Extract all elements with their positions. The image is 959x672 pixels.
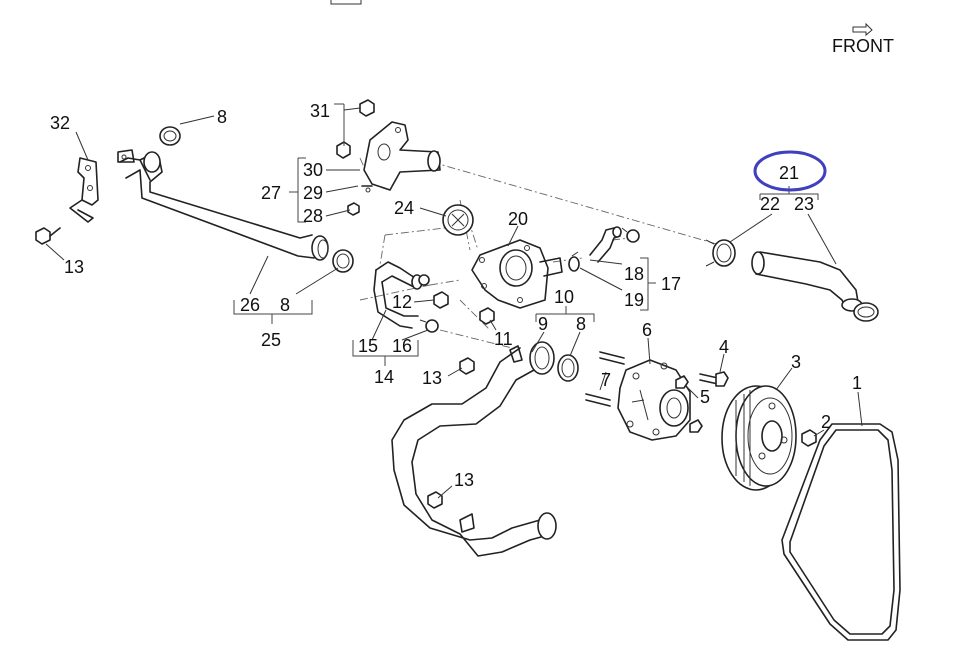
- front-label: FRONT: [832, 36, 894, 56]
- callout-13-mid: 13: [422, 368, 442, 388]
- callout-21: 21: [779, 163, 799, 183]
- leader-lines: [45, 107, 863, 499]
- callout-4: 4: [719, 337, 729, 357]
- bolt-part-2: [801, 429, 817, 447]
- callout-19: 19: [624, 290, 644, 310]
- callout-3: 3: [791, 352, 801, 372]
- bolt-13-mid: [459, 357, 475, 375]
- callout-27: 27: [261, 183, 281, 203]
- clamp-part-16b: [419, 319, 439, 333]
- callout-15: 15: [358, 336, 378, 356]
- callout-12: 12: [392, 292, 412, 312]
- callout-24: 24: [394, 198, 414, 218]
- callout-17: 17: [661, 274, 681, 294]
- callout-13-lower: 13: [454, 470, 474, 490]
- clamp-part-19: [568, 251, 580, 272]
- callout-7: 7: [601, 370, 611, 390]
- callout-5: 5: [700, 387, 710, 407]
- callout-2: 2: [821, 412, 831, 432]
- belt-part-1: [781, 423, 901, 641]
- bolt-13-left: [35, 227, 61, 245]
- callout-18: 18: [624, 264, 644, 284]
- bracket-part-32: [69, 157, 99, 223]
- callout-22: 22: [760, 194, 780, 214]
- callout-29: 29: [303, 183, 323, 203]
- callout-28: 28: [303, 206, 323, 226]
- callout-8-lower: 8: [576, 314, 586, 334]
- direction-arrow-icon: [852, 22, 873, 37]
- callout-23: 23: [794, 194, 814, 214]
- callout-8-mid: 8: [280, 295, 290, 315]
- callout-32: 32: [50, 113, 70, 133]
- bolt-11: [479, 307, 495, 325]
- callout-1: 1: [852, 373, 862, 393]
- callout-31: 31: [310, 101, 330, 121]
- callout-26: 26: [240, 295, 260, 315]
- bolt-part-4: [699, 371, 729, 387]
- clamp-part-16a: [418, 274, 430, 286]
- clamp-part-22b: [853, 302, 879, 322]
- clamp-part-22: [705, 239, 736, 267]
- callout-11: 11: [494, 329, 513, 349]
- thermostat-part-24: [442, 204, 474, 236]
- highlight-circle: [753, 150, 827, 192]
- bolt-13-lower: [427, 491, 443, 509]
- bolt-31: [359, 99, 375, 117]
- callout-9: 9: [538, 314, 548, 334]
- callout-14: 14: [374, 367, 394, 387]
- callout-10: 10: [554, 287, 574, 307]
- thermostat-housing-part-20: [471, 239, 563, 309]
- studs-part-7: [585, 351, 625, 407]
- o-ring-8-top: [159, 126, 181, 146]
- callout-6: 6: [642, 320, 652, 340]
- front-indicator: FRONT: [832, 22, 894, 56]
- bolts-part-5: [675, 375, 703, 433]
- page-corner-mark: [330, 0, 362, 5]
- pin-29: [361, 185, 373, 193]
- callout-25: 25: [261, 330, 281, 350]
- water-pump-part-6: [617, 359, 691, 441]
- bolt-28: [347, 202, 360, 216]
- pipe-part-26: [117, 149, 329, 261]
- hose-part-18: [589, 226, 622, 263]
- hose-part-23: [751, 251, 863, 312]
- callout-13-left: 13: [64, 257, 84, 277]
- brackets: [233, 103, 819, 366]
- o-ring-8-mid: [332, 249, 354, 273]
- callout-20: 20: [508, 209, 528, 229]
- callout-30: 30: [303, 160, 323, 180]
- o-ring-8-lower: [557, 354, 579, 382]
- callout-8-top: 8: [217, 107, 227, 127]
- callouts: 1 2 3 4 5 6 7 8 8 8 9 10 11 12 13 13 13 …: [50, 101, 862, 490]
- pipe-part-9: [391, 341, 557, 557]
- hose-part-15: [373, 261, 423, 329]
- outlet-housing-part-30: [363, 121, 441, 191]
- pulley-part-3: [721, 385, 797, 491]
- callout-16: 16: [392, 336, 412, 356]
- bolt-12: [433, 291, 449, 309]
- clamp-part-19b: [621, 227, 640, 243]
